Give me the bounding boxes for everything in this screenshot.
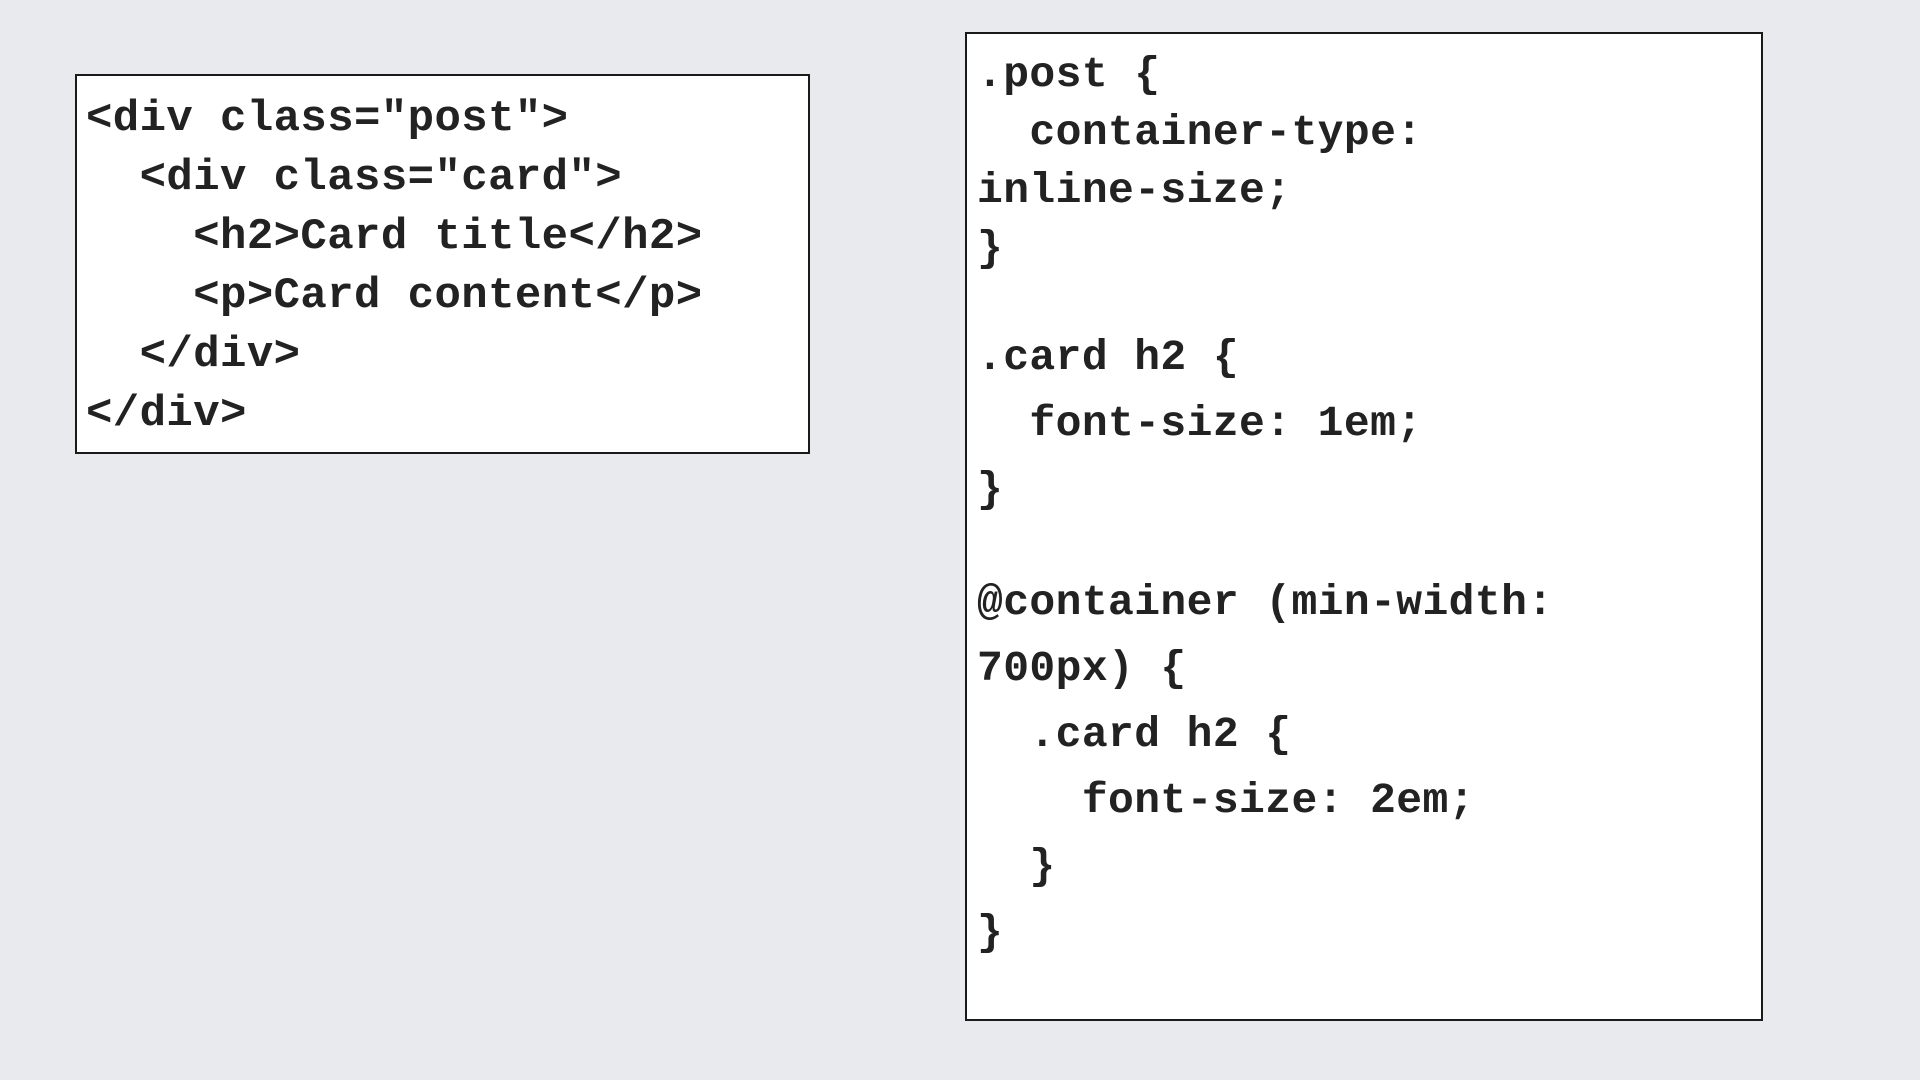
css-code-block: .post { container-type: inline-size; } .… [965, 32, 1763, 1021]
css-code-line: .card h2 { [977, 333, 1240, 382]
css-code-line: } [977, 465, 1004, 514]
html-code-line: <div class="post"> [86, 94, 569, 144]
css-code-line: font-size: 1em; [977, 399, 1423, 448]
css-blank-line [977, 278, 1761, 325]
css-code-line: } [977, 842, 1056, 891]
css-code-line: container-type: [977, 108, 1423, 157]
html-code-line: </div> [86, 330, 301, 380]
css-code-line: } [977, 908, 1004, 957]
html-code-line: <div class="card"> [86, 153, 623, 203]
css-code-line: 700px) { [977, 644, 1187, 693]
html-code-block: <div class="post"> <div class="card"> <h… [75, 74, 810, 454]
css-code-line: inline-size; [977, 166, 1292, 215]
html-code-line: </div> [86, 389, 247, 439]
html-code-line: <h2>Card title</h2> [86, 212, 703, 262]
css-code-line: .post { [977, 50, 1161, 99]
css-code-line: } [977, 224, 1004, 273]
css-code-line: @container (min-width: [977, 578, 1554, 627]
html-code-line: <p>Card content</p> [86, 271, 703, 321]
css-blank-line [977, 523, 1761, 570]
css-code-line: .card h2 { [977, 710, 1292, 759]
css-code-line: font-size: 2em; [977, 776, 1475, 825]
